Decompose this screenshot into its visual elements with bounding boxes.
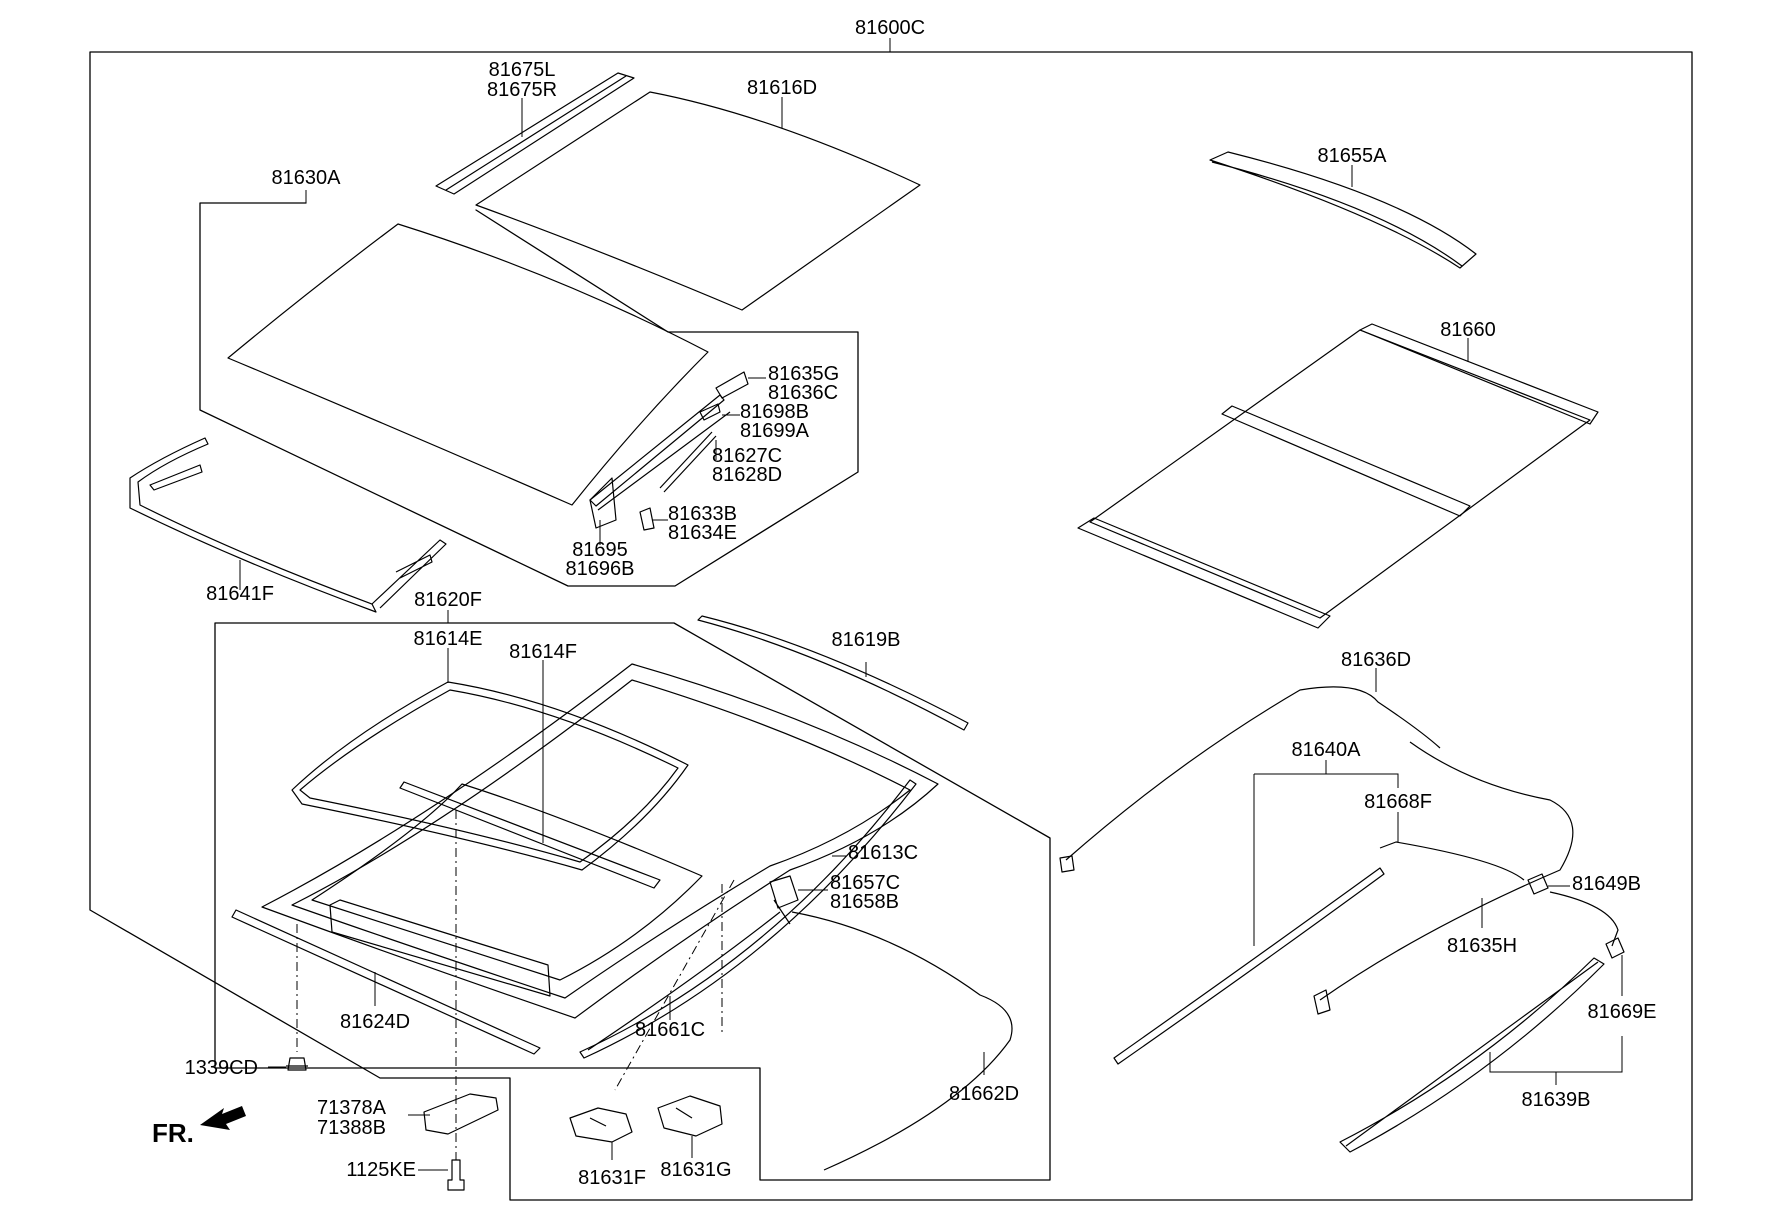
drive-cable-f [1379,841,1525,881]
label-81631f: 81631F [578,1167,646,1189]
label-81636d: 81636D [1341,649,1411,671]
sunshade-front-bar [1209,151,1477,269]
harness-plug [1605,937,1625,959]
label-81630a: 81630A [272,167,342,189]
label-81635h: 81635H [1447,935,1517,957]
label-81619b: 81619B [832,629,901,651]
label-81657c: 81657C [830,872,900,894]
label-81620f: 81620F [414,589,482,611]
label-81627c: 81627C [712,445,782,467]
drive-cable-h [1319,741,1574,1001]
drain-hose-front [587,911,781,1051]
label-81640a: 81640A [1292,739,1362,761]
assembly-frame [89,51,1693,1201]
small-clip-b [639,507,655,531]
front-direction-arrow-icon [200,1106,246,1130]
side-bracket-rear [589,477,617,529]
label-81669e: 81669E [1588,1001,1657,1023]
deflector-strip [435,72,635,195]
label-71388b: 71388B [317,1117,386,1139]
label-1125ke: 1125KE [346,1159,416,1181]
guide-rail-bracket-top [1254,773,1399,788]
glass-assembly-box [199,202,859,587]
label-81624d: 81624D [340,1011,410,1033]
label-81628d: 81628D [712,464,782,486]
sunroof-frame-inner [291,679,911,999]
label-81633b: 81633B [668,503,737,525]
motor-bracket [769,875,799,925]
sunroof-motor-f [569,1107,633,1143]
cable-h-clip [1313,989,1331,1015]
frame-rear-panel [329,899,551,997]
label-81614e: 81614E [414,628,483,650]
cable-end-clip [1059,855,1075,873]
drain-hose-rear [791,911,1013,1171]
sunroof-motor-g [657,1095,723,1137]
mounting-bracket [423,1093,499,1135]
label-81698b: 81698B [740,401,809,423]
label-81613c: 81613C [848,842,918,864]
guide-rail-left [1113,867,1385,1065]
label-81634e: 81634E [668,522,737,544]
label-81636c: 81636C [768,382,838,404]
wind-deflector-arm-left [149,464,203,491]
label-81695: 81695 [572,539,628,561]
label-81635g: 81635G [768,363,839,385]
label-71378a: 71378A [317,1097,387,1119]
label-81675l: 81675L [489,59,556,81]
wind-deflector [129,437,377,613]
label-81675r: 81675R [487,79,557,101]
label-81655a: 81655A [1318,145,1388,167]
flange-nut [286,1057,308,1071]
label-81639b: 81639B [1522,1089,1591,1111]
front-direction-label: FR. [152,1118,194,1148]
sunroof-frame-opening [311,783,703,981]
sunshade-front-roller [1077,517,1331,629]
label-81649b: 81649B [1572,873,1641,895]
glass-side-rail [589,394,731,511]
link-rod [659,431,717,493]
label-81699a: 81699A [740,420,810,442]
inner-glass-panel [227,223,709,506]
guide-line-motor-2 [614,879,735,1091]
label-81658b: 81658B [830,891,899,913]
harness-connector [1527,873,1549,895]
label-81662d: 81662D [949,1083,1019,1105]
label-1339cd: 1339CD [185,1057,258,1079]
sunroof-frame [261,663,939,1019]
drip-rail [399,781,661,889]
label-81641f: 81641F [206,583,274,605]
label-81661c: 81661C [635,1019,705,1041]
outer-glass-panel [475,91,921,311]
label-81660: 81660 [1440,319,1496,341]
label-81696b: 81696B [566,558,635,580]
small-clip-a [699,403,721,421]
wind-deflector-arm-right [371,539,447,609]
guide-rail-right [1339,957,1605,1153]
roof-molding [697,615,969,731]
label-81631g: 81631G [660,1159,731,1181]
hex-bolt [447,1159,465,1191]
label-81600c: 81600C [855,17,925,39]
label-81668f: 81668F [1364,791,1432,813]
sunshade-rear-roller [1359,323,1599,425]
sunshade-roller-assembly [1089,329,1591,619]
glass-seal-ring [291,681,689,871]
front-seal-strip [231,909,541,1055]
label-81614f: 81614F [509,641,577,663]
sunshade-cable [1065,686,1441,861]
sunshade-mid-bar [1221,405,1471,517]
side-bracket-front [715,371,749,399]
frame-side-rail-right [579,779,917,1059]
label-81616d: 81616D [747,77,817,99]
leader-81639b [1489,1036,1623,1073]
wiring-harness [1549,891,1619,947]
glass-seal-ring-inner [299,689,679,863]
